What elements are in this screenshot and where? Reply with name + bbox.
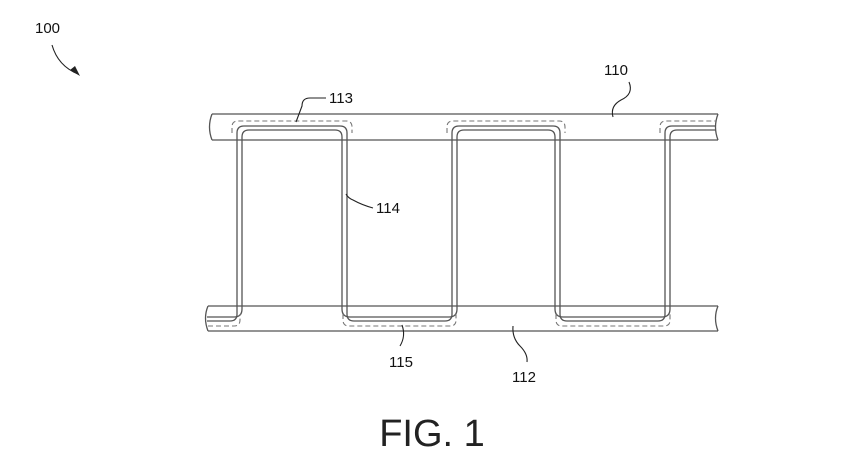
- figure-caption: FIG. 1: [379, 413, 485, 455]
- leader-114: [345, 193, 374, 209]
- label-115: 115: [389, 354, 413, 371]
- leader-115: [399, 324, 405, 347]
- label-100: 100: [35, 20, 60, 37]
- leader-110: [611, 81, 631, 118]
- label-110: 110: [604, 62, 628, 79]
- leader-112: [512, 325, 528, 363]
- top-rail: [208, 113, 719, 141]
- arrowhead-100: [70, 66, 80, 76]
- label-112: 112: [512, 369, 536, 386]
- corrugated-web: [207, 125, 716, 322]
- bottom-rail: [204, 305, 719, 332]
- label-113: 113: [329, 90, 353, 107]
- leader-113: [295, 97, 326, 123]
- top-joints: [231, 120, 716, 133]
- bottom-joints: [208, 314, 671, 327]
- label-114: 114: [376, 200, 400, 217]
